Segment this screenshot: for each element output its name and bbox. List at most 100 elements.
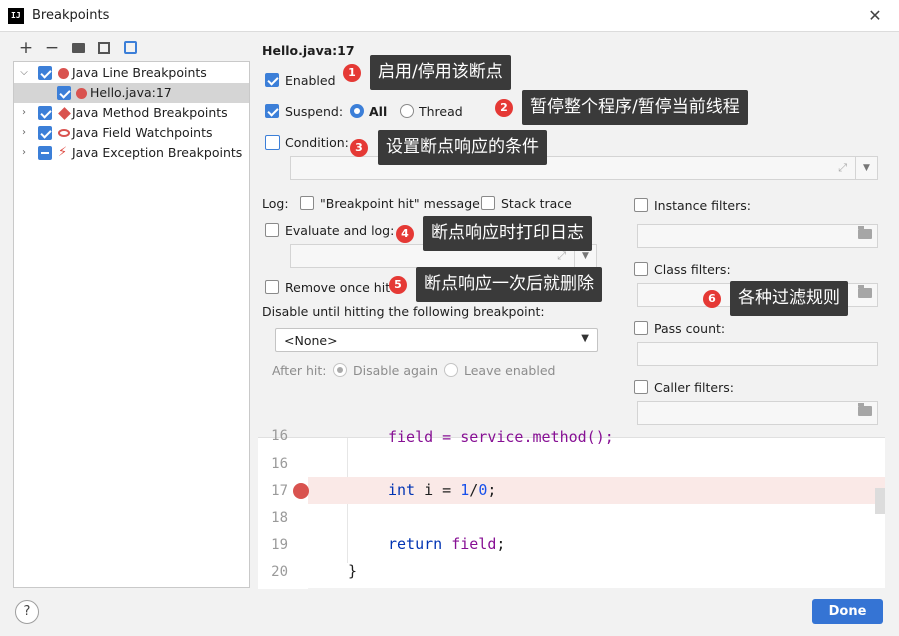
instance-filters-input[interactable] <box>637 224 878 248</box>
tree-row-java-exception-breakpoints[interactable]: › ⚡ Java Exception Breakpoints <box>14 143 249 163</box>
disable-until-label: Disable until hitting the following brea… <box>262 304 545 319</box>
callout-condition: 设置断点响应的条件 <box>378 130 547 165</box>
remove-once-hit-checkbox[interactable] <box>265 280 279 294</box>
callout-badge: 4 <box>396 225 414 243</box>
folder-icon[interactable] <box>858 403 872 416</box>
line-number: 17 <box>271 483 288 499</box>
field-watchpoint-icon <box>58 129 70 137</box>
line-number: 18 <box>271 510 288 526</box>
callout-remove: 断点响应一次后就删除 <box>416 267 602 302</box>
disable-again-radio[interactable] <box>333 363 347 377</box>
suspend-label: Suspend: <box>285 104 344 119</box>
code-number: 0 <box>478 481 488 499</box>
pass-count-label: Pass count: <box>654 321 726 336</box>
line-number: 16 <box>271 428 288 444</box>
add-icon[interactable]: + <box>18 38 34 58</box>
evaluate-log-checkbox[interactable] <box>265 223 279 237</box>
leave-enabled-radio[interactable] <box>444 363 458 377</box>
tree-label: Java Method Breakpoints <box>72 105 228 120</box>
instance-filters-checkbox[interactable] <box>634 198 648 212</box>
code-text: ; <box>487 481 497 499</box>
suspend-checkbox[interactable] <box>265 104 279 118</box>
chevron-down-icon[interactable]: ▼ <box>855 157 877 179</box>
remove-icon[interactable]: − <box>44 38 60 58</box>
chevron-right-icon[interactable]: › <box>22 107 26 118</box>
class-filters-label: Class filters: <box>654 262 731 277</box>
code-operator: / <box>469 481 479 499</box>
expand-icon[interactable]: ⤢ <box>838 161 847 174</box>
class-filters-checkbox[interactable] <box>634 262 648 276</box>
checkbox-hello-java-17[interactable] <box>57 86 71 100</box>
breakpoint-dot-icon[interactable] <box>293 483 309 499</box>
suspend-thread-label: Thread <box>419 104 463 119</box>
tree-row-java-line-breakpoints[interactable]: ⌵ Java Line Breakpoints <box>14 63 249 83</box>
chevron-right-icon[interactable]: › <box>22 147 26 158</box>
line-number: 19 <box>271 537 288 553</box>
code-line-16: field = service.method(); <box>308 424 885 451</box>
chevron-down-icon[interactable]: ⌵ <box>20 67 28 78</box>
checkbox-java-method-breakpoints[interactable] <box>38 106 52 120</box>
code-preview: 16 16 17 18 19 20 field = service.method… <box>258 428 885 589</box>
line-number: 20 <box>271 564 288 580</box>
disable-again-label: Disable again <box>353 363 438 378</box>
done-button[interactable]: Done <box>812 599 883 624</box>
code-field: field <box>451 535 497 553</box>
code-keyword: return <box>388 535 443 553</box>
tree-label: Java Field Watchpoints <box>72 125 213 140</box>
checkbox-java-field-watchpoints[interactable] <box>38 126 52 140</box>
condition-label: Condition: <box>285 135 349 150</box>
leave-enabled-label: Leave enabled <box>464 363 556 378</box>
code-number: 1 <box>460 481 470 499</box>
title-bar: IJ Breakpoints ✕ <box>0 0 899 32</box>
group-by-file-icon[interactable] <box>96 40 112 56</box>
suspend-all-radio[interactable] <box>350 104 364 118</box>
pass-count-checkbox[interactable] <box>634 321 648 335</box>
expand-icon[interactable]: ⤢ <box>557 249 566 262</box>
caller-filters-checkbox[interactable] <box>634 380 648 394</box>
after-hit-label: After hit: <box>272 363 327 378</box>
disable-until-select[interactable]: <None> ▼ <box>275 328 598 352</box>
tree-label: Java Exception Breakpoints <box>72 145 243 160</box>
line-gutter <box>258 438 308 589</box>
callout-badge: 3 <box>350 139 368 157</box>
exception-bolt-icon: ⚡ <box>58 145 68 160</box>
suspend-thread-radio[interactable] <box>400 104 414 118</box>
log-message-label: "Breakpoint hit" message <box>320 196 480 211</box>
tree-row-java-method-breakpoints[interactable]: › Java Method Breakpoints <box>14 103 249 123</box>
tree-row-java-field-watchpoints[interactable]: › Java Field Watchpoints <box>14 123 249 143</box>
scrollbar-thumb[interactable] <box>875 488 885 514</box>
enabled-checkbox[interactable] <box>265 73 279 87</box>
help-button[interactable]: ? <box>15 600 39 624</box>
folder-icon[interactable] <box>858 226 872 239</box>
breakpoint-header: Hello.java:17 <box>262 43 355 58</box>
group-folder-icon[interactable] <box>70 40 86 56</box>
callout-badge: 1 <box>343 64 361 82</box>
condition-checkbox[interactable] <box>265 135 280 150</box>
chevron-right-icon[interactable]: › <box>22 127 26 138</box>
callout-enable: 启用/停用该断点 <box>370 55 511 90</box>
code-line-19: return field; <box>308 531 885 558</box>
chevron-down-icon[interactable]: ▼ <box>574 245 596 267</box>
checkbox-java-line-breakpoints[interactable] <box>38 66 52 80</box>
callout-filters: 各种过滤规则 <box>730 281 848 316</box>
code-text: } <box>348 562 358 580</box>
instance-filters-label: Instance filters: <box>654 198 751 213</box>
caller-filters-input[interactable] <box>637 401 878 425</box>
log-label: Log: <box>262 196 289 211</box>
stack-trace-checkbox[interactable] <box>481 196 495 210</box>
tree-row-hello-java-17[interactable]: Hello.java:17 <box>14 83 249 103</box>
group-by-class-icon[interactable] <box>122 40 138 56</box>
tree-label: Hello.java:17 <box>90 85 172 100</box>
breakpoint-dot-icon <box>58 68 69 79</box>
pass-count-input[interactable] <box>637 342 878 366</box>
checkbox-java-exception-breakpoints[interactable] <box>38 146 52 160</box>
method-breakpoint-icon <box>58 107 71 120</box>
close-icon[interactable]: ✕ <box>868 6 882 25</box>
window-title: Breakpoints <box>32 8 110 23</box>
log-message-checkbox[interactable] <box>300 196 314 210</box>
tree-label: Java Line Breakpoints <box>72 65 207 80</box>
folder-icon[interactable] <box>858 285 872 298</box>
enabled-label: Enabled <box>285 73 336 88</box>
caller-filters-label: Caller filters: <box>654 380 734 395</box>
callout-badge: 5 <box>389 276 407 294</box>
